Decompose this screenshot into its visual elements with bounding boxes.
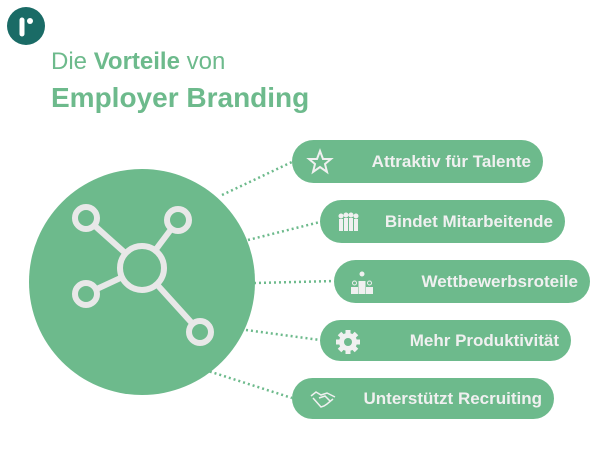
star-icon bbox=[306, 148, 334, 175]
logo bbox=[7, 7, 45, 45]
benefit-bindet: Bindet Mitarbeitende bbox=[320, 200, 565, 243]
title-prefix: Die bbox=[51, 48, 94, 75]
benefit-wettbewerb: Wettbewerbsroteile bbox=[334, 260, 590, 303]
connector-4 bbox=[245, 328, 321, 342]
connectors bbox=[204, 160, 335, 400]
benefit-recruiting: Unterstützt Recruiting bbox=[292, 378, 554, 419]
r-logo-icon bbox=[19, 17, 33, 37]
connector-3 bbox=[253, 279, 335, 285]
benefit-label: Wettbewerbsroteile bbox=[421, 271, 578, 291]
connector-5 bbox=[204, 368, 293, 400]
benefit-label: Bindet Mitarbeitende bbox=[384, 211, 553, 231]
network-icon bbox=[72, 204, 214, 346]
connector-2 bbox=[247, 220, 321, 242]
title-bold: Vorteile bbox=[93, 48, 180, 75]
benefit-label: Attraktiv für Talente bbox=[371, 151, 531, 171]
podium-icon bbox=[351, 271, 373, 294]
benefit-produktivitaet: Mehr Produktivität bbox=[320, 320, 571, 361]
title-line-1: Die Vorteile von bbox=[51, 48, 225, 76]
people-icon bbox=[338, 212, 359, 231]
title-suffix: von bbox=[179, 48, 226, 75]
connector-1 bbox=[221, 160, 293, 197]
benefit-label: Unterstützt Recruiting bbox=[363, 388, 543, 408]
handshake-icon bbox=[310, 391, 336, 408]
benefit-label: Mehr Produktivität bbox=[409, 330, 559, 350]
gear-icon bbox=[336, 330, 360, 354]
benefit-attraktiv: Attraktiv für Talente bbox=[292, 140, 543, 183]
title-line-2: Employer Branding bbox=[51, 82, 310, 113]
